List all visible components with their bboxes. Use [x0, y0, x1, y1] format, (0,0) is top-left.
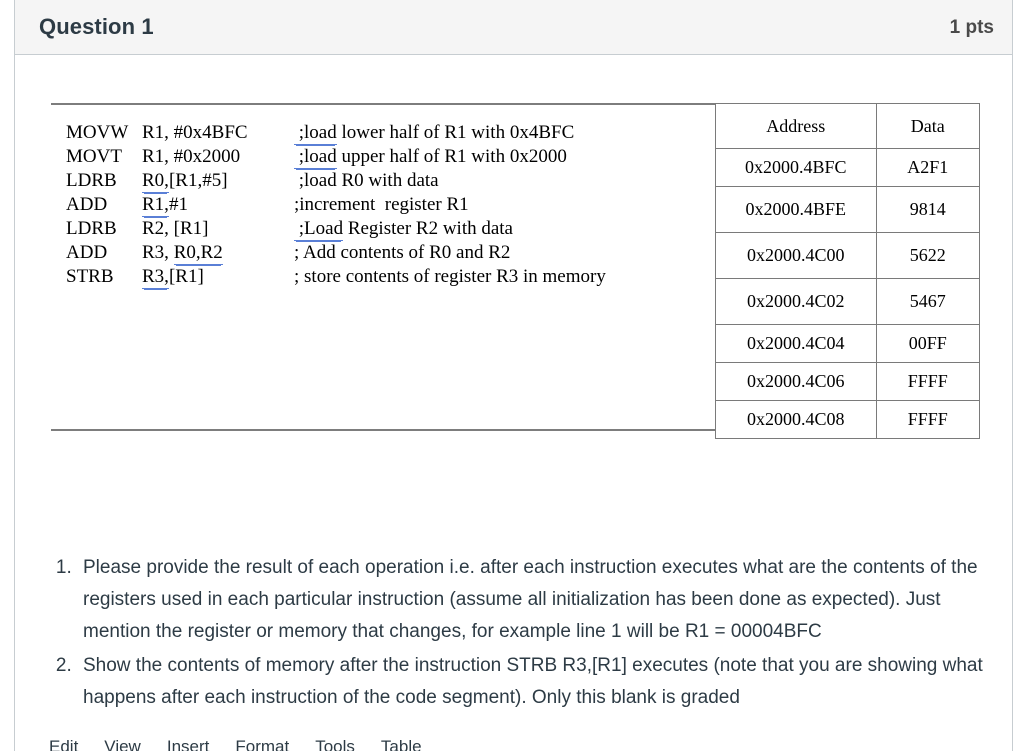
assembly-operands: R0,[R1,#5] [142, 170, 228, 193]
spellcheck-underline: R3, [142, 266, 169, 289]
editor-menu-item[interactable]: Table [380, 737, 422, 751]
assembly-code-line: LDRB R2, [R1] ;Load Register R2 with data [66, 217, 716, 241]
question-body: MOVW R1, #0x4BFC ;load lower half of R1 w… [15, 55, 1012, 751]
table-header-row: Address Data [715, 103, 980, 149]
assembly-comment: ;load upper half of R1 with 0x2000 [294, 146, 567, 169]
assembly-comment: ;Load Register R2 with data [294, 218, 513, 241]
question-prompt-list: Please provide the result of each operat… [47, 552, 1012, 714]
assembly-mnemonic: MOVW [66, 122, 129, 143]
page-title: Question 1 [39, 14, 154, 39]
assembly-mnemonic: LDRB [66, 170, 117, 191]
assembly-comment: ;load R0 with data [294, 170, 439, 191]
memory-address-cell: 0x2000.4C04 [715, 324, 877, 363]
editor-menu-item[interactable]: View [104, 737, 141, 751]
column-header-address: Address [715, 103, 877, 149]
memory-address-cell: 0x2000.4C00 [715, 232, 877, 279]
assembly-code-line: MOVT R1, #0x2000 ;load upper half of R1 w… [66, 145, 716, 169]
assembly-operands: R1,#1 [142, 194, 188, 217]
memory-address-cell: 0x2000.4C08 [715, 400, 877, 439]
spellcheck-underline: R0, [142, 170, 169, 193]
assembly-mnemonic: ADD [66, 242, 108, 263]
memory-address-cell: 0x2000.4C06 [715, 362, 877, 401]
memory-address-cell: 0x2000.4BFC [715, 148, 877, 187]
spellcheck-underline: ;load [294, 122, 337, 145]
memory-data-cell: FFFF [875, 362, 980, 401]
editor-menu-item[interactable]: Edit [49, 737, 79, 751]
spellcheck-underline: R0,R2 [173, 242, 223, 265]
assembly-mnemonic: MOVT [66, 146, 122, 167]
assembly-code-line: STRB R3,[R1] ; store contents of register … [66, 265, 716, 289]
editor-menu-item[interactable]: Insert [166, 737, 210, 751]
memory-data-cell: 5467 [875, 278, 980, 325]
editor-menu-item[interactable]: Format [235, 737, 290, 751]
editor-menubar[interactable]: Edit View Insert Format Tools Table [49, 736, 549, 751]
assembly-comment: ;increment register R1 [294, 194, 469, 215]
memory-address-cell: 0x2000.4C02 [715, 278, 877, 325]
spellcheck-underline: ;Load [294, 218, 344, 241]
memory-data-cell: 5622 [875, 232, 980, 279]
assembly-operands: R1, #0x4BFC [142, 122, 248, 143]
memory-data-cell: 9814 [875, 186, 980, 233]
column-header-data: Data [875, 103, 980, 149]
assembly-code-listing: MOVW R1, #0x4BFC ;load lower half of R1 w… [51, 105, 716, 289]
editor-menu-item[interactable]: Tools [315, 737, 355, 751]
assembly-code-line: LDRB R0,[R1,#5] ;load R0 with data [66, 169, 716, 193]
assembly-operands: R3,[R1] [142, 266, 204, 289]
question-container: Question 1 1 pts MOVW R1, #0x4BFC ;load l… [14, 0, 1013, 751]
assembly-code-line: MOVW R1, #0x4BFC ;load lower half of R1 w… [66, 121, 716, 145]
memory-address-cell: 0x2000.4BFE [715, 186, 877, 233]
assembly-code-line: ADD R1,#1 ;increment register R1 [66, 193, 716, 217]
points-badge: 1 pts [949, 16, 994, 38]
memory-data-cell: A2F1 [875, 148, 980, 187]
spellcheck-underline: R1, [142, 194, 169, 217]
assembly-mnemonic: STRB [66, 266, 114, 287]
prompt-list-item: Please provide the result of each operat… [77, 552, 1012, 648]
assembly-mnemonic: LDRB [66, 218, 117, 239]
spellcheck-underline: ;load [294, 146, 337, 169]
assembly-comment: ; Add contents of R0 and R2 [294, 242, 511, 263]
assembly-code-pane: MOVW R1, #0x4BFC ;load lower half of R1 w… [51, 103, 716, 431]
assembly-mnemonic: ADD [66, 194, 108, 215]
prompt-list-item: Show the contents of memory after the in… [77, 650, 1012, 714]
memory-data-cell: 00FF [875, 324, 980, 363]
assembly-operands: R3, R0,R2 [142, 242, 223, 265]
memory-data-cell: FFFF [875, 400, 980, 439]
question-header: Question 1 1 pts [15, 0, 1012, 55]
assembly-operands: R2, [R1] [142, 218, 209, 239]
assembly-comment: ;load lower half of R1 with 0x4BFC [294, 122, 575, 145]
code-and-memory-block: MOVW R1, #0x4BFC ;load lower half of R1 w… [51, 103, 980, 439]
assembly-operands: R1, #0x2000 [142, 146, 241, 167]
assembly-code-line: ADD R3, R0,R2 ; Add contents of R0 and R2 [66, 241, 716, 265]
assembly-comment: ; store contents of register R3 in memor… [294, 266, 606, 287]
